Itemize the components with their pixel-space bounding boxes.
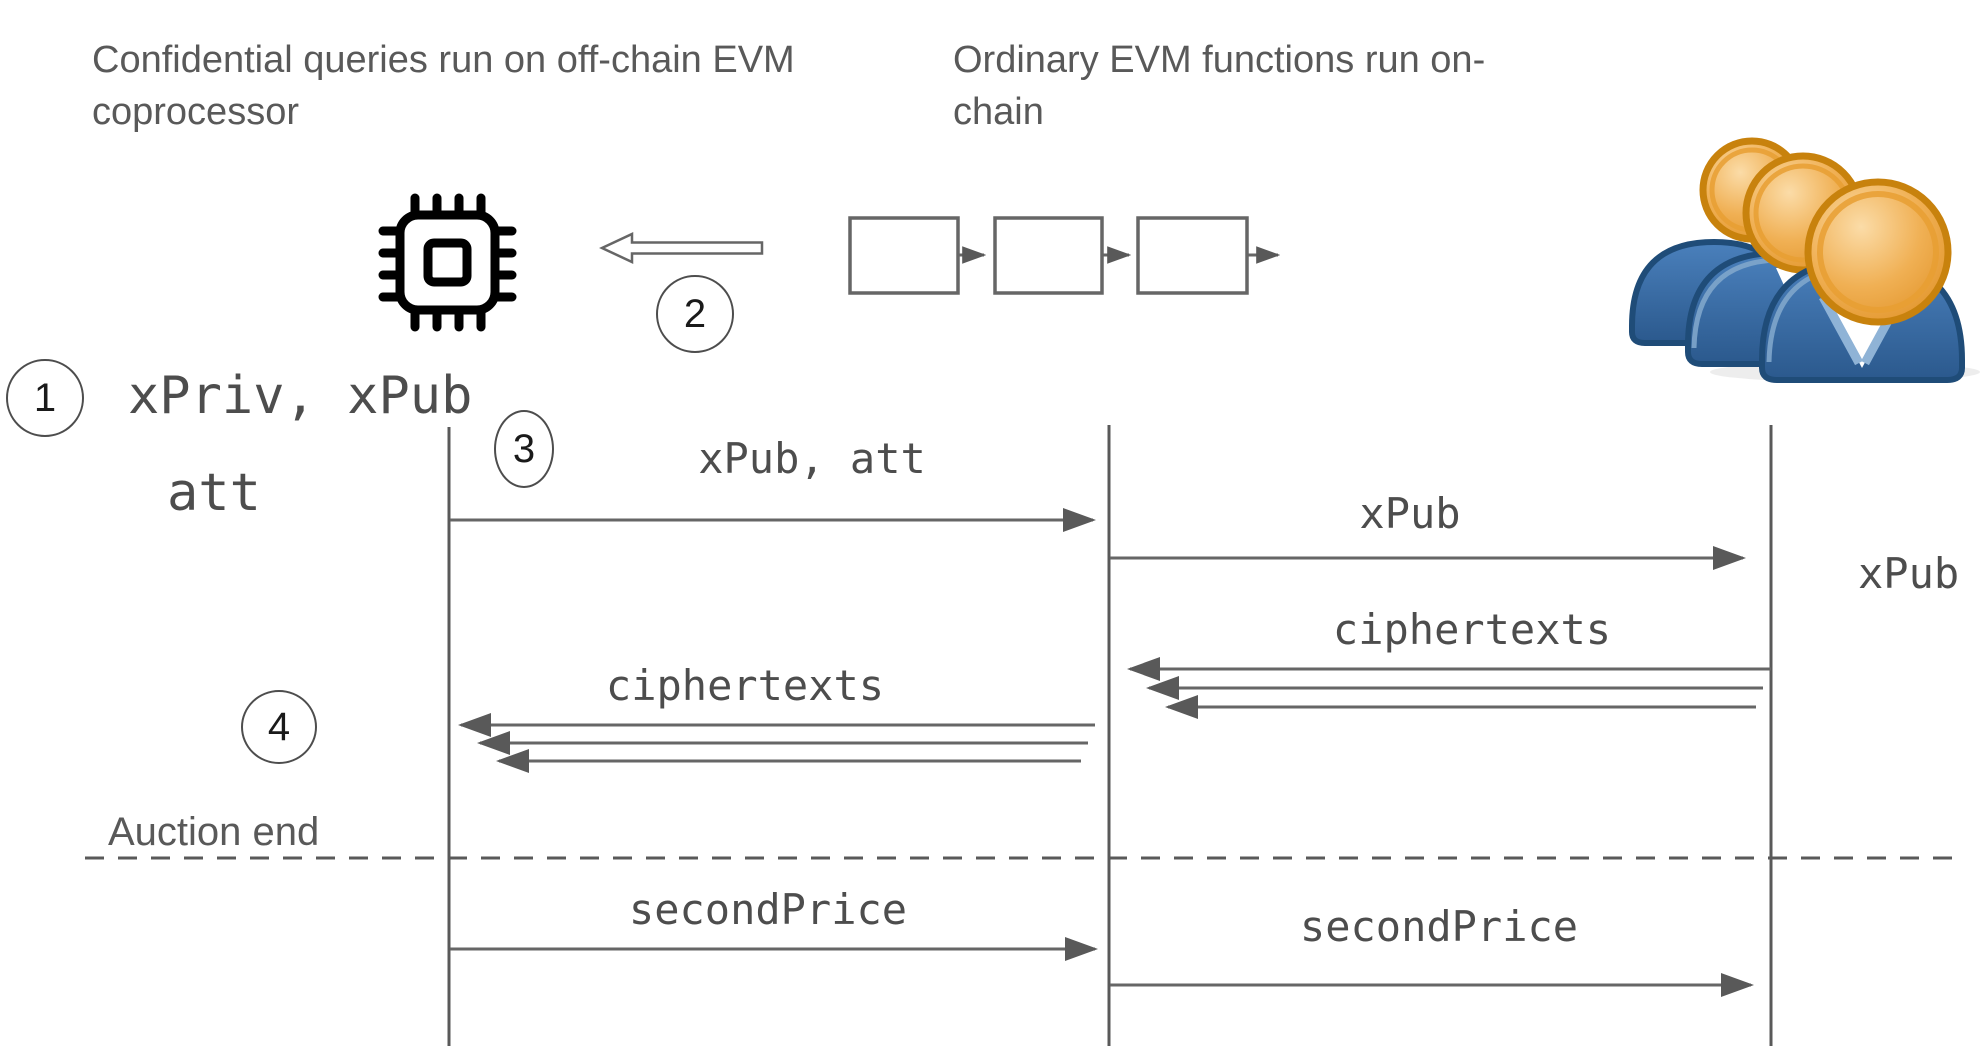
xpub-att-label: xPub, att bbox=[698, 434, 926, 483]
step-3-badge: 3 bbox=[494, 410, 554, 488]
left-block-arrow-icon bbox=[599, 232, 764, 264]
xpub-to-chain-label: xPub bbox=[1359, 489, 1461, 538]
secondprice-right-label: secondPrice bbox=[1299, 902, 1579, 951]
step-4-badge: 4 bbox=[241, 690, 317, 764]
step-2-badge: 2 bbox=[656, 275, 734, 353]
attestation-label: att bbox=[167, 463, 261, 523]
blockchain-blocks-icon bbox=[848, 216, 1281, 295]
auction-end-label: Auction end bbox=[108, 810, 320, 854]
cpu-chip-icon bbox=[378, 193, 517, 332]
secondprice-left-label: secondPrice bbox=[628, 885, 908, 934]
onchain-title: Ordinary EVM functions run on-chain bbox=[953, 39, 1486, 133]
step-1-badge: 1 bbox=[6, 359, 84, 437]
offchain-title: Confidential queries run on off-chain EV… bbox=[92, 39, 795, 133]
ciphertexts-in-label: ciphertexts bbox=[1332, 605, 1612, 654]
users-group-icon bbox=[1629, 137, 1980, 383]
ciphertexts-out-label: ciphertexts bbox=[605, 661, 885, 710]
keygen-label: xPriv, xPub bbox=[128, 366, 473, 426]
xpub-users-label: xPub bbox=[1858, 549, 1960, 598]
